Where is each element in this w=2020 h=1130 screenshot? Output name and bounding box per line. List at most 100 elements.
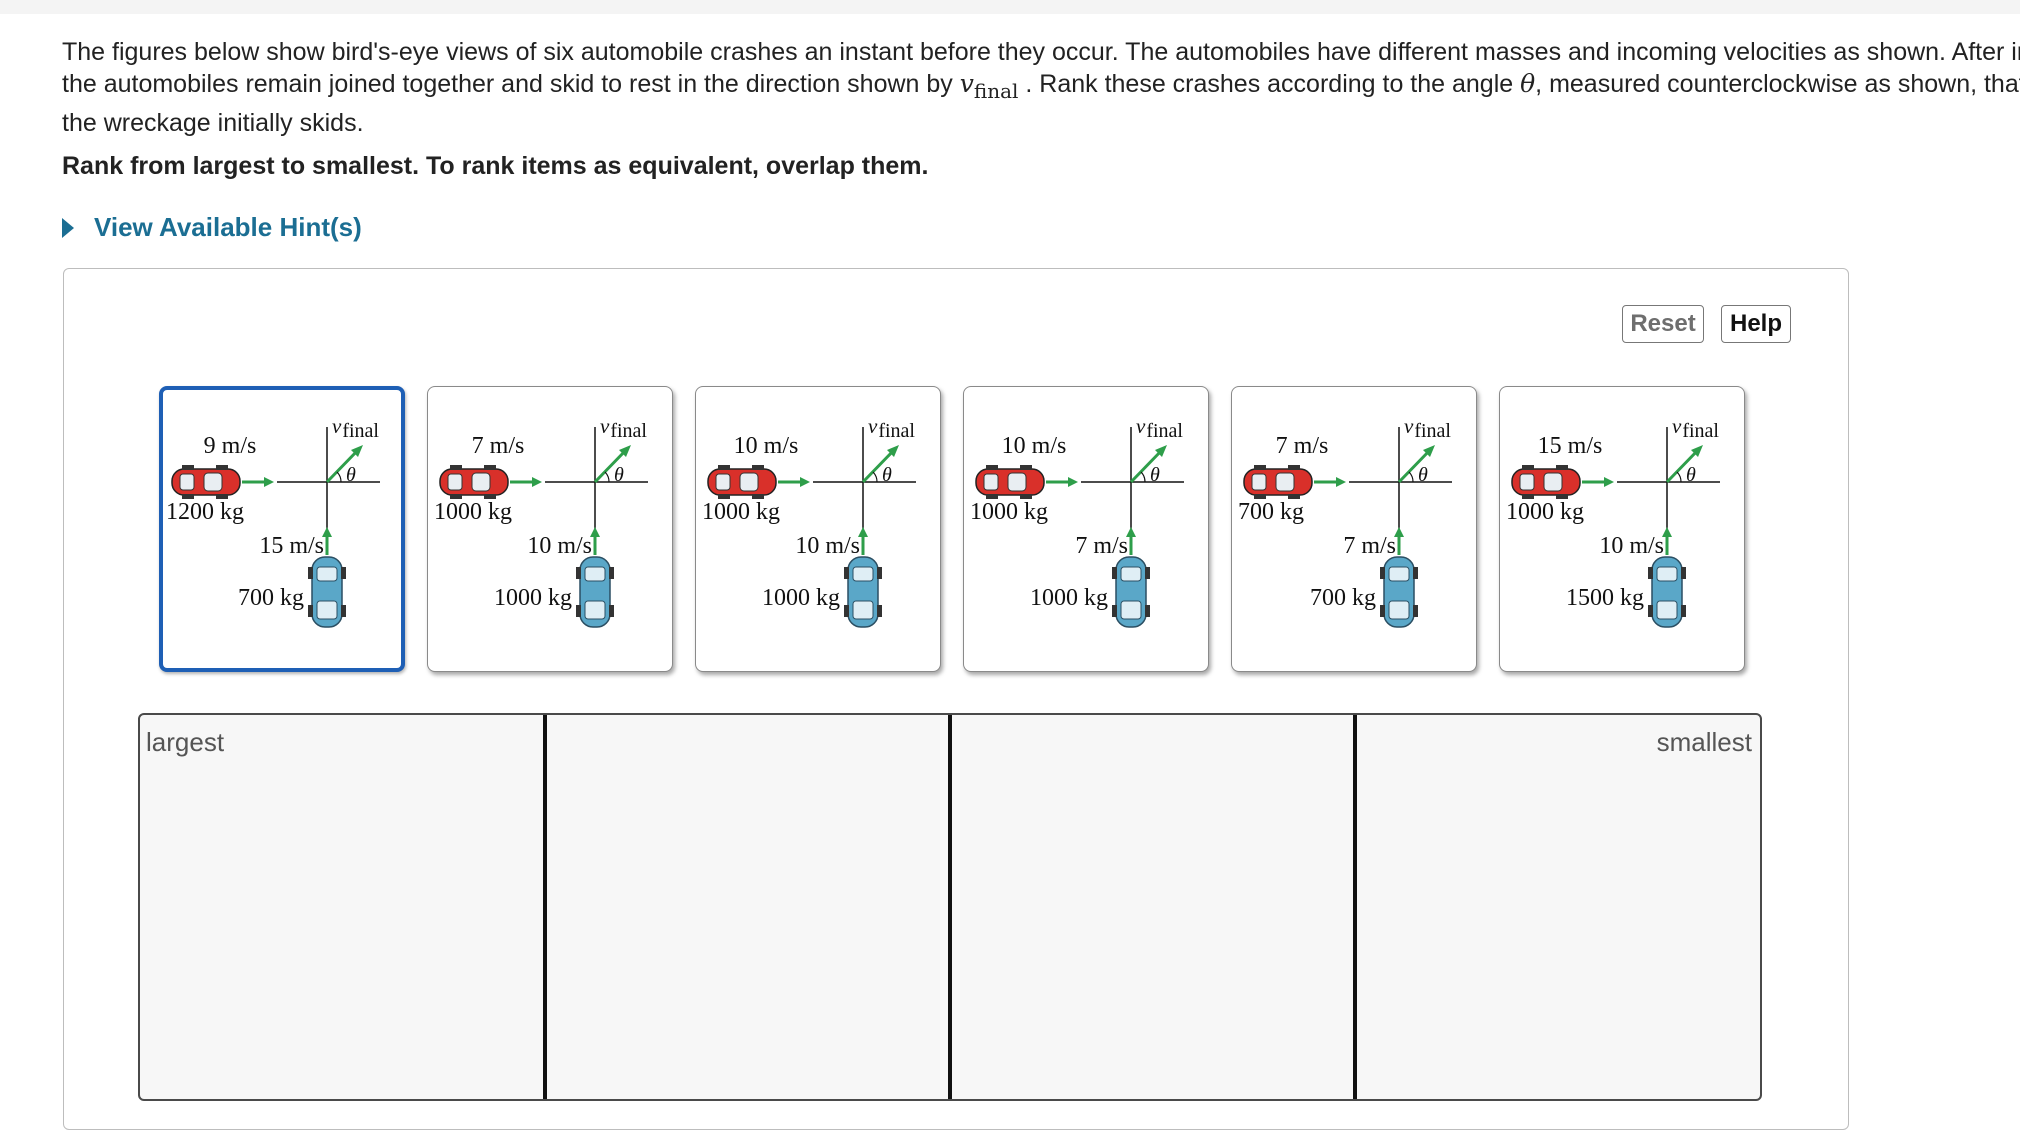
blue-speed-label: 15 m/s bbox=[259, 533, 324, 559]
slot-divider bbox=[543, 715, 547, 1099]
theta-symbol: θ bbox=[1520, 69, 1536, 98]
theta-label: θ bbox=[1418, 464, 1428, 486]
v-final-arrowhead bbox=[1155, 445, 1167, 457]
theta-label: θ bbox=[346, 464, 356, 486]
problem-line-3: the wreckage initially skids. bbox=[62, 109, 364, 137]
crash-diagram: θ vfinal 7 m/s 700 kg 7 m/s 700 kg bbox=[1238, 414, 1452, 628]
expand-triangle-icon bbox=[62, 217, 74, 238]
red-car-icon bbox=[1511, 465, 1581, 499]
crash-card-1[interactable]: θ vfinal 9 m/s 1200 kg 15 m/s 700 kg bbox=[159, 386, 405, 672]
theta-label: θ bbox=[882, 464, 892, 486]
blue-car-icon bbox=[1648, 556, 1686, 628]
rank-slot-4[interactable] bbox=[1357, 715, 1760, 1099]
blue-velocity-arrowhead bbox=[590, 527, 600, 537]
blue-car-icon bbox=[308, 556, 346, 628]
rank-slot-2[interactable] bbox=[547, 715, 948, 1099]
v-final-subscript: final bbox=[1682, 420, 1719, 442]
v-final-label: vfinal bbox=[332, 414, 379, 442]
problem-statement: The figures below show bird's-eye views … bbox=[62, 36, 2020, 139]
slot-divider bbox=[948, 715, 952, 1099]
v-final-arrowhead bbox=[619, 445, 631, 457]
v-final-arrowhead bbox=[1691, 445, 1703, 457]
crash-card-2[interactable]: θ vfinal 7 m/s 1000 kg 10 m/s 1000 kg bbox=[427, 386, 673, 672]
blue-mass-label: 700 kg bbox=[1310, 585, 1376, 611]
blue-speed-label: 10 m/s bbox=[527, 533, 592, 559]
theta-label: θ bbox=[614, 464, 624, 486]
blue-mass-label: 1000 kg bbox=[494, 585, 572, 611]
problem-line-2: the automobiles remain joined together a… bbox=[62, 68, 2020, 107]
crash-card-5[interactable]: θ vfinal 7 m/s 700 kg 7 m/s 700 kg bbox=[1231, 386, 1477, 672]
crash-diagram: θ vfinal 9 m/s 1200 kg 15 m/s 700 kg bbox=[166, 414, 380, 628]
theta-arc bbox=[1408, 471, 1414, 483]
red-speed-label: 9 m/s bbox=[204, 433, 257, 459]
red-speed-label: 10 m/s bbox=[1002, 433, 1067, 459]
theta-arc bbox=[872, 471, 878, 483]
theta-arc bbox=[1140, 471, 1146, 483]
theta-arc bbox=[336, 471, 342, 483]
top-bar bbox=[0, 0, 2020, 14]
reset-button[interactable]: Reset bbox=[1622, 305, 1704, 343]
theta-label: θ bbox=[1686, 464, 1696, 486]
red-velocity-arrowhead bbox=[264, 477, 274, 487]
v-final-subscript: final bbox=[1414, 420, 1451, 442]
red-velocity-arrowhead bbox=[1068, 477, 1078, 487]
red-mass-label: 1000 kg bbox=[1506, 499, 1584, 525]
v-final-label: vfinal bbox=[600, 414, 647, 442]
v-final-symbol: vfinal bbox=[960, 69, 1019, 103]
crash-card-3[interactable]: θ vfinal 10 m/s 1000 kg 10 m/s 1000 kg bbox=[695, 386, 941, 672]
largest-label: largest bbox=[146, 727, 225, 757]
blue-mass-label: 1000 kg bbox=[1030, 585, 1108, 611]
v-final-arrowhead bbox=[351, 445, 363, 457]
problem-line-2-c: , measured counterclockwise as shown, th… bbox=[1535, 70, 2020, 98]
red-speed-label: 10 m/s bbox=[734, 433, 799, 459]
help-button[interactable]: Help bbox=[1721, 305, 1791, 343]
red-speed-label: 7 m/s bbox=[1276, 433, 1329, 459]
rank-slot-3[interactable] bbox=[952, 715, 1353, 1099]
red-mass-label: 1200 kg bbox=[166, 499, 244, 525]
ranking-bin[interactable]: largest smallest bbox=[138, 713, 1762, 1101]
red-velocity-arrowhead bbox=[1604, 477, 1614, 487]
v-final-subscript: final bbox=[878, 420, 915, 442]
red-mass-label: 1000 kg bbox=[702, 499, 780, 525]
red-mass-label: 1000 kg bbox=[970, 499, 1048, 525]
v-final-label: vfinal bbox=[868, 414, 915, 442]
view-hints-link[interactable]: View Available Hint(s) bbox=[62, 212, 362, 243]
red-velocity-arrowhead bbox=[532, 477, 542, 487]
red-car-icon bbox=[707, 465, 777, 499]
blue-velocity-arrowhead bbox=[858, 527, 868, 537]
blue-velocity-arrowhead bbox=[1662, 527, 1672, 537]
v-final-arrow bbox=[1397, 447, 1433, 484]
theta-arc bbox=[1676, 471, 1682, 483]
theta-label: θ bbox=[1150, 464, 1160, 486]
red-speed-label: 15 m/s bbox=[1538, 433, 1603, 459]
v-final-subscript: final bbox=[1146, 420, 1183, 442]
v-final-arrow bbox=[1665, 447, 1701, 484]
blue-mass-label: 700 kg bbox=[238, 585, 304, 611]
hint-label: View Available Hint(s) bbox=[94, 212, 362, 242]
v-final-arrow bbox=[593, 447, 629, 484]
blue-mass-label: 1000 kg bbox=[762, 585, 840, 611]
v-final-label: vfinal bbox=[1404, 414, 1451, 442]
final-subscript: final bbox=[973, 79, 1019, 103]
rank-slot-1[interactable] bbox=[140, 715, 543, 1099]
v-final-arrow bbox=[325, 447, 361, 484]
v-final-arrowhead bbox=[1423, 445, 1435, 457]
red-car-icon bbox=[439, 465, 509, 499]
red-velocity-arrowhead bbox=[800, 477, 810, 487]
blue-speed-label: 10 m/s bbox=[795, 533, 860, 559]
blue-speed-label: 7 m/s bbox=[1075, 533, 1128, 559]
smallest-label: smallest bbox=[1656, 727, 1752, 757]
blue-speed-label: 10 m/s bbox=[1599, 533, 1664, 559]
crash-card-4[interactable]: θ vfinal 10 m/s 1000 kg 7 m/s 1000 kg bbox=[963, 386, 1209, 672]
blue-speed-label: 7 m/s bbox=[1343, 533, 1396, 559]
ranking-instruction: Rank from largest to smallest. To rank i… bbox=[62, 152, 929, 180]
crash-card-6[interactable]: θ vfinal 15 m/s 1000 kg 10 m/s 1500 kg bbox=[1499, 386, 1745, 672]
crash-diagram: θ vfinal 10 m/s 1000 kg 7 m/s 1000 kg bbox=[970, 414, 1184, 628]
red-car-icon bbox=[171, 465, 241, 499]
crash-diagram: θ vfinal 10 m/s 1000 kg 10 m/s 1000 kg bbox=[702, 414, 916, 628]
problem-line-2-a: the automobiles remain joined together a… bbox=[62, 70, 960, 98]
red-car-icon bbox=[975, 465, 1045, 499]
theta-arc bbox=[604, 471, 610, 483]
v-final-arrow bbox=[1129, 447, 1165, 484]
v-final-arrow bbox=[861, 447, 897, 484]
